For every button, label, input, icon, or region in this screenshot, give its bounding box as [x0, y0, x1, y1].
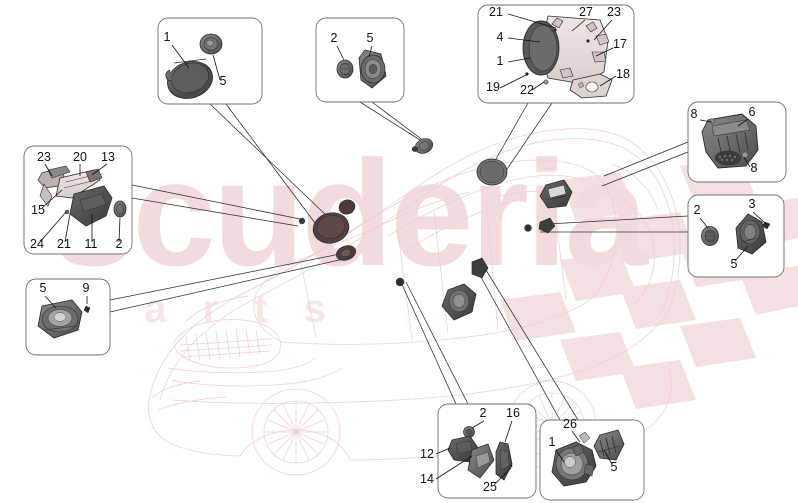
- label-25: 25: [483, 480, 497, 494]
- label-1: 1: [549, 435, 556, 449]
- label-2: 2: [694, 203, 701, 217]
- label-18: 18: [616, 67, 630, 81]
- part-tweeter-small: [199, 33, 223, 55]
- part-tweeter-2: [336, 59, 354, 79]
- brand-watermark-text: scuderia parts: [52, 129, 653, 331]
- label-12: 12: [420, 447, 434, 461]
- part-bottom-mid-bracket-set: [447, 426, 513, 481]
- label-21: 21: [57, 237, 71, 251]
- part-rear-speaker-5: [735, 213, 771, 255]
- label-19: 19: [486, 80, 500, 94]
- label-15: 15: [31, 203, 45, 217]
- label-5: 5: [220, 74, 227, 88]
- label-6: 6: [749, 105, 756, 119]
- part-subwoofer-housing: [522, 15, 613, 99]
- label-14: 14: [420, 472, 434, 486]
- label-5: 5: [731, 257, 738, 271]
- label-23: 23: [607, 5, 621, 19]
- part-amplifier-module: [701, 113, 759, 169]
- callout-1-labels: 1 5: [164, 30, 227, 88]
- part-door-speaker-oval: [165, 58, 213, 99]
- callout-8-labels: 2 16 12 14 25: [420, 406, 520, 494]
- label-11: 11: [85, 237, 98, 251]
- callout-6-labels: 2 3 5: [694, 197, 756, 271]
- label-5: 5: [611, 460, 618, 474]
- part-rear-grommet-2: [701, 226, 719, 246]
- callout-2-labels: 2 5: [331, 31, 374, 45]
- car-mounted-parts: [298, 138, 573, 321]
- label-1: 1: [497, 54, 504, 68]
- label-13: 13: [101, 150, 115, 164]
- label-27: 27: [579, 5, 593, 19]
- label-9: 9: [83, 281, 90, 295]
- callout-9-labels: 26 1 5: [549, 417, 618, 474]
- svg-text:scuderia: scuderia: [52, 129, 650, 297]
- label-16: 16: [506, 406, 520, 420]
- label-22: 22: [520, 83, 534, 97]
- callout-7-labels: 5 9: [40, 281, 90, 295]
- label-8: 8: [751, 161, 758, 175]
- label-2: 2: [480, 406, 487, 420]
- part-bottom-right-speaker: [551, 429, 625, 487]
- label-8: 8: [691, 107, 698, 121]
- label-4: 4: [497, 30, 504, 44]
- callout-box-right-rear-speaker[interactable]: [687, 194, 785, 278]
- label-20: 20: [73, 150, 87, 164]
- label-3: 3: [749, 197, 756, 211]
- label-21: 21: [489, 5, 503, 19]
- label-2: 2: [331, 31, 338, 45]
- part-woofer-5: [358, 49, 387, 89]
- callout-3-labels: 21 27 23 4 1 17 18 19 22: [486, 5, 630, 97]
- part-midrange-speaker: [37, 299, 91, 339]
- label-23: 23: [37, 150, 51, 164]
- part-bracket-assembly: [37, 165, 127, 227]
- callout-4-labels: 8 6 8: [691, 105, 758, 175]
- label-1: 1: [164, 30, 171, 44]
- label-2: 2: [116, 237, 123, 251]
- label-26: 26: [563, 417, 577, 431]
- label-24: 24: [30, 237, 44, 251]
- label-5: 5: [367, 31, 374, 45]
- label-5: 5: [40, 281, 47, 295]
- callout-5-labels: 23 20 13 15 24 21 11 2: [30, 150, 122, 251]
- label-17: 17: [613, 37, 627, 51]
